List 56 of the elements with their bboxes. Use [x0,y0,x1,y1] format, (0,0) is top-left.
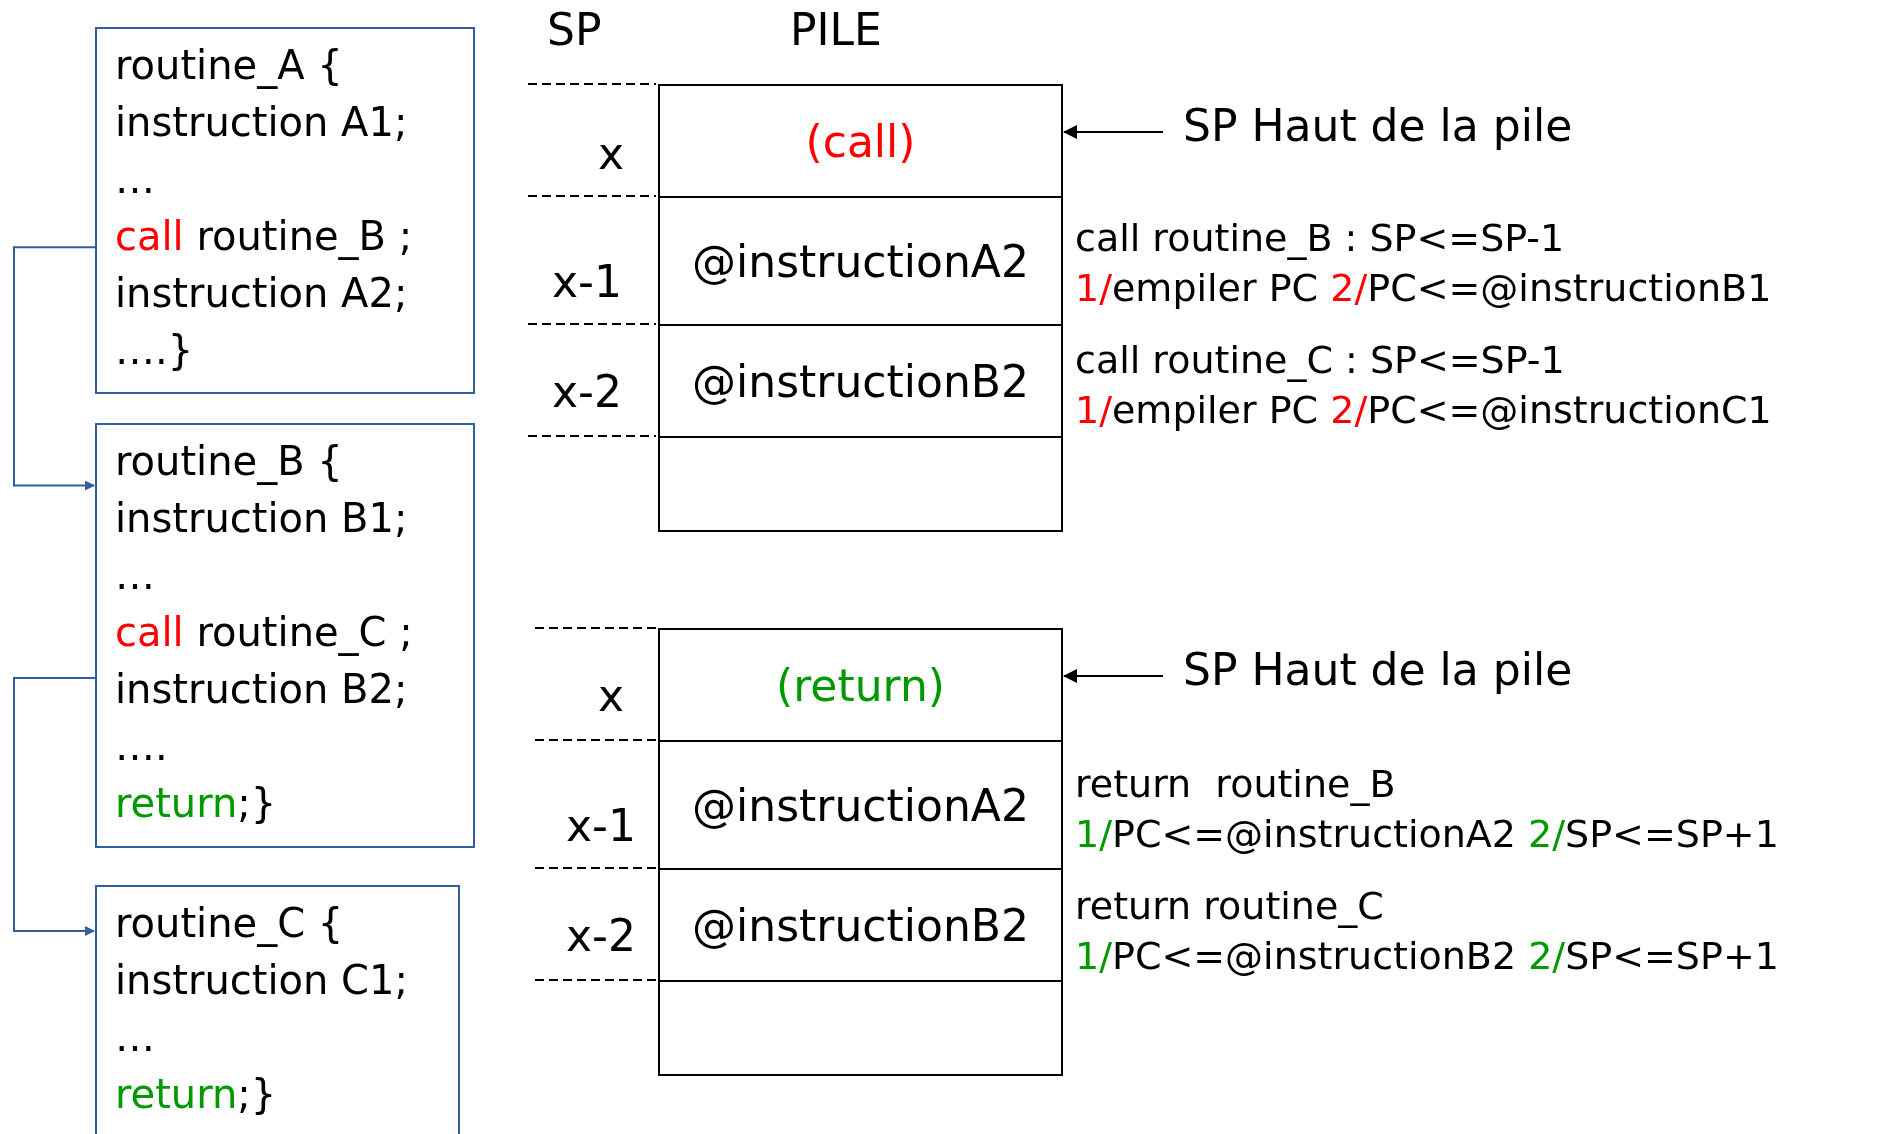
code-line: ….} [115,326,194,375]
annotation: 1/PC<=@instructionA2 2/SP<=SP+1 [1075,812,1779,856]
annotation: return routine_C [1075,884,1384,928]
stack-cell [658,628,1063,742]
stack-cell [658,84,1063,198]
code-line: …. [115,722,168,771]
pointer-label: SP Haut de la pile [1183,644,1573,695]
cell-text: @instructionB2 [692,355,1029,407]
row-index: x [598,128,625,179]
empty-stack-cell [658,436,1063,532]
cell-text: @instructionA2 [692,779,1029,831]
code-line: instruction C1; [115,956,408,1005]
code-line: call routine_B ; [115,212,413,262]
code-line: routine_B { [115,437,343,487]
code-line: instruction B2; [115,665,408,714]
cell-text: (return) [776,659,945,711]
empty-stack-cell [658,980,1063,1076]
call-arrow [13,677,96,936]
annotation: return routine_B [1075,762,1396,806]
annotation: 1/empiler PC 2/PC<=@instructionB1 [1075,266,1772,310]
code-line: instruction B1; [115,494,408,543]
stack-cell [658,196,1063,326]
code-line: routine_A { [115,41,343,91]
annotation: call routine_B : SP<=SP-1 [1075,216,1565,260]
row-index: x-2 [566,910,636,961]
annotation: 1/empiler PC 2/PC<=@instructionC1 [1075,388,1772,432]
cell-text: (call) [805,115,916,167]
code-line: routine_C { [115,899,344,949]
row-index: x [598,670,625,721]
pointer-label: SP Haut de la pile [1183,100,1573,151]
stack-cell [658,868,1063,982]
row-index: x-1 [552,256,622,307]
code-box [95,27,475,394]
stack-cell [658,740,1063,870]
pointer-arrow [1063,125,1164,139]
cell-text: @instructionA2 [692,235,1029,287]
code-box [95,423,475,848]
code-line: return;} [115,1070,277,1119]
cell-text: @instructionB2 [692,899,1029,951]
row-index: x-1 [566,800,636,851]
column-heading: SP [547,4,602,55]
stack-cell [658,324,1063,438]
column-heading: PILE [790,4,882,55]
code-line: instruction A1; [115,98,408,147]
pointer-arrow [1063,669,1164,683]
code-line: instruction A2; [115,269,408,318]
code-line: call routine_C ; [115,608,413,658]
code-box [95,885,460,1134]
annotation: call routine_C : SP<=SP-1 [1075,338,1565,382]
code-line: … [115,155,155,204]
code-line: return;} [115,779,277,828]
code-line: … [115,551,155,600]
row-index: x-2 [552,366,622,417]
call-arrow [13,246,96,491]
annotation: 1/PC<=@instructionB2 2/SP<=SP+1 [1075,934,1779,978]
code-line: … [115,1013,155,1062]
